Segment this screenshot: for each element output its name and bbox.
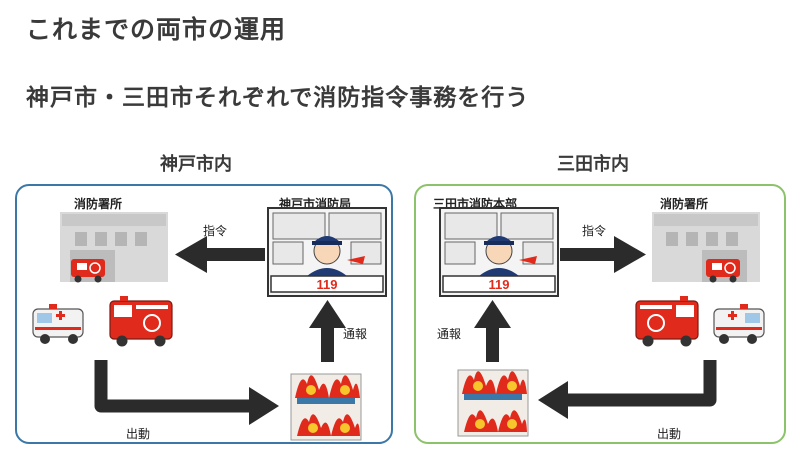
page-title: これまでの両市の運用 [26,15,287,44]
kobe-region-title: 神戸市内 [160,154,232,175]
kobe-report-label: 通報 [343,327,368,341]
kobe-fire-engine-icon [109,296,173,347]
sanda-fire-station-icon [652,212,760,283]
sanda-report-label: 通報 [437,327,462,341]
kobe-report-arrow [309,300,346,362]
sanda-deploy-arrow [564,360,717,407]
kobe-dispatch-center-icon [267,207,387,297]
kobe-deploy-arrow [94,360,253,413]
sanda-command-label: 指令 [582,224,607,238]
sanda-panel [414,184,786,444]
sanda-fire-building-icon [457,369,529,437]
sanda-station-label: 消防署所 [660,197,709,211]
kobe-command-arrow [175,236,265,273]
kobe-panel [15,184,393,444]
kobe-command-label: 指令 [203,224,228,238]
sanda-command-arrow [560,236,646,273]
kobe-station-label: 消防署所 [74,197,123,211]
sanda-diagram: 119 [439,207,765,437]
sanda-deploy-label: 出動 [657,427,682,441]
sanda-report-arrow [474,300,511,362]
sanda-ambulance-icon [713,304,765,344]
sanda-119-text: 119 [489,277,510,292]
kobe-deploy-label: 出動 [126,427,151,441]
kobe-fire-station-icon [60,212,168,283]
kobe-119-text: 119 [317,277,338,292]
page-subtitle: 神戸市・三田市それぞれで消防指令事務を行う [26,85,530,111]
sanda-region-title: 三田市内 [557,154,629,175]
sanda-dispatch-center-icon [439,207,559,297]
kobe-ambulance-icon [32,304,84,344]
kobe-fire-building-icon [290,373,362,441]
kobe-diagram: 119 [32,207,387,441]
sanda-fire-engine-icon [635,296,699,347]
